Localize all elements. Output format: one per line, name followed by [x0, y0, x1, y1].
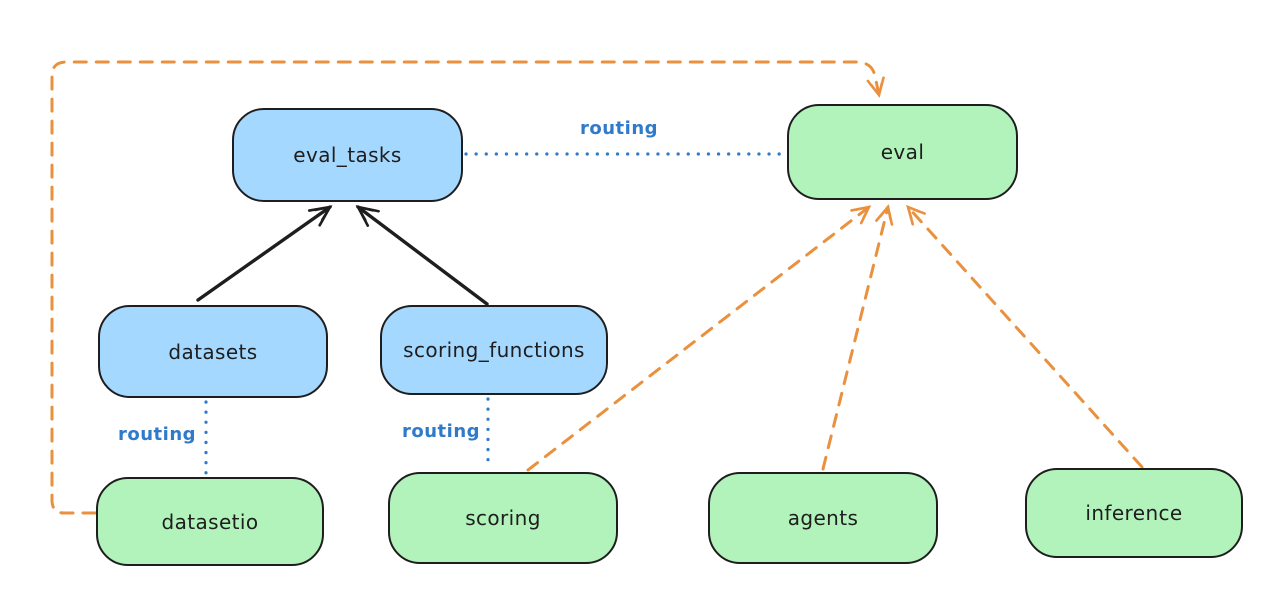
- node-inference-label: inference: [1085, 501, 1183, 525]
- edge-inference-to-eval: [906, 204, 1144, 469]
- routing-label-scoring_functions-scoring: routing: [401, 421, 481, 442]
- node-scoring: scoring: [388, 472, 618, 564]
- edge-agents-to-eval: [821, 204, 894, 471]
- node-eval-label: eval: [880, 140, 925, 164]
- node-datasets: datasets: [98, 305, 328, 398]
- node-inference: inference: [1025, 468, 1243, 558]
- node-scoring-label: scoring: [465, 506, 541, 530]
- node-scoring-functions: scoring_functions: [380, 305, 608, 395]
- node-datasetio-label: datasetio: [161, 509, 259, 534]
- node-eval: eval: [787, 104, 1018, 200]
- node-datasets-label: datasets: [168, 339, 258, 364]
- routing-label-eval_tasks-eval: routing: [579, 118, 659, 139]
- node-scoring-functions-label: scoring_functions: [403, 338, 585, 362]
- node-agents: agents: [708, 472, 938, 564]
- edge-scoring_functions-to-eval_tasks: [358, 207, 489, 306]
- node-datasetio: datasetio: [96, 477, 324, 566]
- routing-label-datasets-datasetio: routing: [117, 424, 197, 445]
- node-agents-label: agents: [787, 506, 859, 530]
- edge-datasetio-to-eval: [50, 60, 885, 515]
- node-eval-tasks-label: eval_tasks: [293, 143, 402, 167]
- edge-datasets-to-eval_tasks: [196, 207, 330, 302]
- node-eval-tasks: eval_tasks: [232, 108, 463, 202]
